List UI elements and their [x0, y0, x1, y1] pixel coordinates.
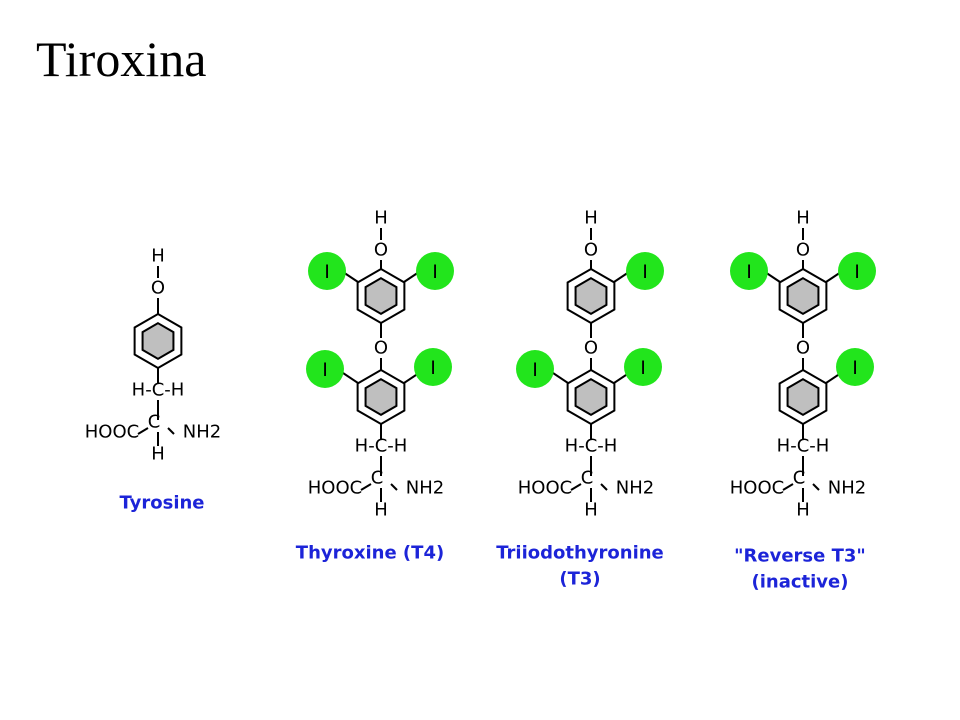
hydrogen-label: H [151, 444, 165, 465]
iodine-outer-left: I [308, 252, 346, 290]
carboxyl-bond [782, 483, 794, 491]
iodine-symbol: I [746, 261, 752, 283]
outer-benzene-ring [566, 267, 616, 325]
alpha-carbon-label: C [581, 468, 594, 489]
molecule-caption: "Reverse T3" [734, 546, 866, 567]
hydrogen-label: H [584, 208, 598, 229]
hydroxyl-oxygen-label: O [796, 240, 810, 261]
iodine-atom-circle [836, 348, 874, 386]
methylene-group-label: H-C-H [355, 436, 408, 457]
hydrogen-label: H [374, 500, 388, 521]
iodine-inner-left-bond [552, 372, 569, 384]
outer-benzene-ring [356, 267, 406, 325]
benzene-ring [133, 312, 183, 370]
alpha-carbon-label: C [148, 412, 161, 433]
iodine-atom-circle [416, 252, 454, 290]
inner-benzene-ring [778, 368, 828, 426]
ether-oxygen-label: O [374, 338, 388, 359]
iodine-outer-left: I [730, 252, 768, 290]
amine-group-label: NH2 [828, 478, 866, 499]
hydrogen-label: H [151, 246, 165, 267]
iodine-inner-left: I [306, 350, 344, 388]
alpha-carbon-label: C [793, 468, 806, 489]
benzene-ring-fill [574, 378, 608, 416]
carboxyl-group-label: HOOC [85, 422, 139, 443]
amine-bond [167, 427, 175, 435]
alpha-carbon-label: C [371, 468, 384, 489]
iodine-symbol: I [432, 261, 438, 283]
ether-oxygen-label: O [796, 338, 810, 359]
iodine-atom-circle [306, 350, 344, 388]
benzene-ring-fill [786, 378, 820, 416]
carboxyl-group-label: HOOC [308, 478, 362, 499]
methylene-group-label: H-C-H [777, 436, 830, 457]
iodine-inner-right: I [414, 348, 452, 386]
iodine-outer-right: I [416, 252, 454, 290]
carboxyl-bond [137, 427, 149, 435]
molecule-caption: (inactive) [752, 572, 849, 593]
iodine-atom-circle [730, 252, 768, 290]
iodine-symbol: I [854, 261, 860, 283]
iodine-atom-circle [308, 252, 346, 290]
iodine-symbol: I [640, 357, 646, 379]
amine-bond [812, 483, 820, 491]
molecule-caption: Tyrosine [119, 493, 204, 514]
hydroxyl-oxygen-label: O [584, 240, 598, 261]
benzene-ring-fill [364, 378, 398, 416]
carboxyl-group-label: HOOC [518, 478, 572, 499]
iodine-atom-circle [414, 348, 452, 386]
iodine-atom-circle [624, 348, 662, 386]
iodine-inner-left-bond [342, 372, 359, 384]
inner-benzene-ring [566, 368, 616, 426]
iodine-inner-left: I [516, 350, 554, 388]
iodine-inner-right: I [836, 348, 874, 386]
amine-bond [600, 483, 608, 491]
outer-benzene-ring [778, 267, 828, 325]
hydrogen-label: H [796, 500, 810, 521]
benzene-ring-fill [574, 277, 608, 315]
hydroxyl-oxygen-label: O [374, 240, 388, 261]
oxygen-label: O [151, 278, 165, 299]
iodine-atom-circle [838, 252, 876, 290]
carboxyl-group-label: HOOC [730, 478, 784, 499]
iodine-symbol: I [324, 261, 330, 283]
benzene-ring-fill [786, 277, 820, 315]
carboxyl-bond [360, 483, 372, 491]
iodine-symbol: I [430, 357, 436, 379]
iodine-outer-right: I [626, 252, 664, 290]
iodine-atom-circle [516, 350, 554, 388]
hydrogen-label: H [584, 500, 598, 521]
amine-group-label: NH2 [406, 478, 444, 499]
iodine-symbol: I [532, 359, 538, 381]
carboxyl-bond [570, 483, 582, 491]
iodine-symbol: I [322, 359, 328, 381]
iodine-outer-right: I [838, 252, 876, 290]
iodine-atom-circle [626, 252, 664, 290]
benzene-ring-fill [364, 277, 398, 315]
amine-group-label: NH2 [183, 422, 221, 443]
methylene-group-label: H-C-H [565, 436, 618, 457]
methylene-group-label: H-C-H [132, 380, 185, 401]
hydrogen-label: H [796, 208, 810, 229]
iodine-symbol: I [852, 357, 858, 379]
benzene-ring-fill [141, 322, 175, 360]
molecule-caption: Triiodothyronine [496, 543, 664, 564]
iodine-symbol: I [642, 261, 648, 283]
amine-bond [390, 483, 398, 491]
inner-benzene-ring [356, 368, 406, 426]
molecule-caption: Thyroxine (T4) [296, 543, 444, 564]
hydrogen-label: H [374, 208, 388, 229]
ether-oxygen-label: O [584, 338, 598, 359]
iodine-inner-right: I [624, 348, 662, 386]
slide-title: Tiroxina [36, 31, 207, 87]
molecule-caption: (T3) [559, 569, 600, 590]
amine-group-label: NH2 [616, 478, 654, 499]
